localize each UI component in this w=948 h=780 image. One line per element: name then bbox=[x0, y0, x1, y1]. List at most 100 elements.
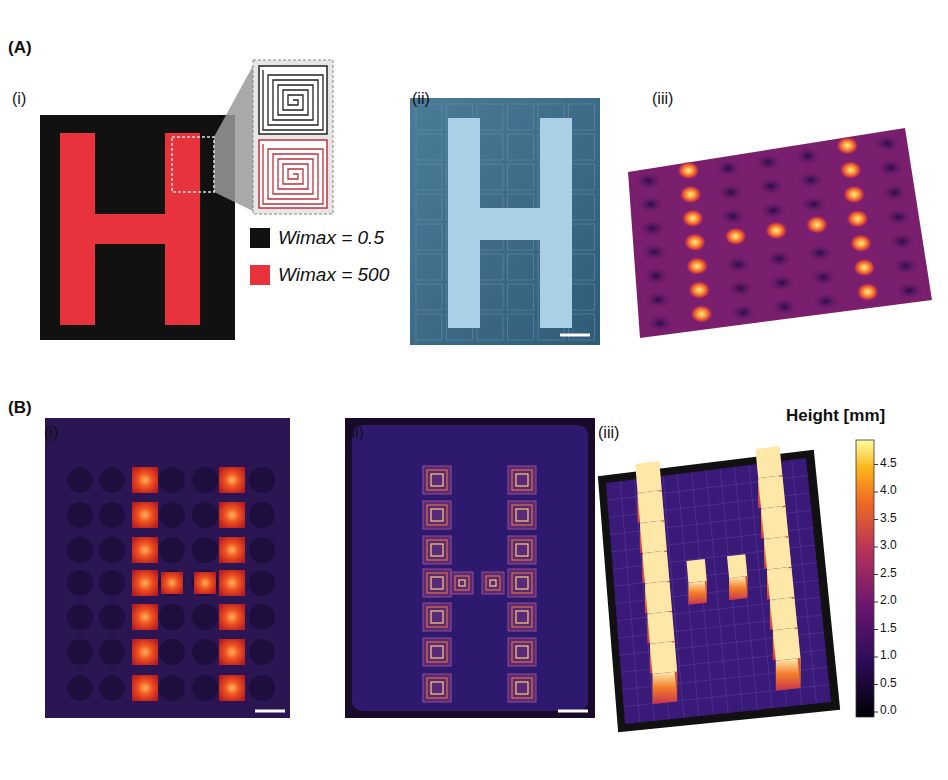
cell-dot bbox=[159, 570, 185, 596]
contour bbox=[431, 611, 443, 623]
spiral-channel bbox=[263, 70, 323, 130]
hot-cell bbox=[132, 570, 158, 596]
surface-dip bbox=[716, 182, 746, 202]
contour bbox=[512, 470, 532, 490]
tower-side bbox=[653, 671, 678, 704]
hot-cell bbox=[132, 639, 158, 665]
cell-dot bbox=[67, 604, 93, 630]
contour bbox=[508, 674, 536, 702]
surface-dip bbox=[887, 231, 917, 251]
tower-top bbox=[687, 559, 707, 583]
surface-bump bbox=[836, 137, 858, 155]
contour bbox=[431, 646, 443, 658]
tower-top bbox=[643, 552, 670, 584]
surface-bump bbox=[725, 227, 747, 245]
scale-bar bbox=[255, 710, 285, 713]
panel-label: (i) bbox=[12, 90, 26, 108]
cell-dot bbox=[249, 502, 275, 528]
contour bbox=[427, 678, 447, 698]
tick-mark bbox=[874, 712, 878, 713]
hot-cell bbox=[219, 570, 245, 596]
surface-bump bbox=[677, 162, 699, 180]
cell-dot bbox=[159, 604, 185, 630]
contour bbox=[508, 501, 536, 529]
cell-dot bbox=[219, 604, 245, 630]
cell-dot bbox=[67, 467, 93, 493]
cell-dot bbox=[192, 675, 218, 701]
tower-side bbox=[688, 581, 706, 605]
contour bbox=[512, 642, 532, 662]
surface-dip bbox=[753, 152, 783, 172]
surface-dip bbox=[872, 133, 902, 153]
hot-cell bbox=[132, 675, 158, 701]
tower-top bbox=[755, 446, 782, 478]
cell-dot bbox=[249, 467, 275, 493]
scale-bar bbox=[560, 334, 590, 337]
cell-dot bbox=[67, 502, 93, 528]
contour bbox=[516, 509, 528, 521]
contour bbox=[431, 509, 443, 521]
surface-dip bbox=[634, 171, 664, 191]
tick-mark bbox=[874, 519, 878, 520]
surface-dip bbox=[879, 182, 909, 202]
surface-bump bbox=[847, 210, 869, 228]
cell-outline bbox=[416, 284, 442, 310]
hot-cell bbox=[132, 467, 158, 493]
hot-cell bbox=[161, 572, 183, 594]
cell-outline bbox=[508, 284, 534, 310]
contour bbox=[516, 646, 528, 658]
surface-bump bbox=[688, 281, 710, 299]
contour bbox=[516, 682, 528, 694]
tick-mark bbox=[874, 574, 878, 575]
cell-dot bbox=[99, 570, 125, 596]
cell-dot bbox=[132, 537, 158, 563]
scale-bar bbox=[558, 710, 588, 713]
tower-top bbox=[758, 477, 785, 509]
surface bbox=[628, 128, 932, 338]
cell-dot bbox=[132, 604, 158, 630]
cell-outline bbox=[569, 224, 595, 250]
cell-dot bbox=[99, 467, 125, 493]
cell-outline bbox=[416, 134, 442, 160]
surface-dip bbox=[641, 266, 671, 286]
contour bbox=[427, 607, 447, 627]
panel-label: (iii) bbox=[598, 424, 619, 442]
tower-top bbox=[648, 612, 675, 644]
contour bbox=[508, 603, 536, 631]
cell-dot bbox=[99, 639, 125, 665]
surface-dip bbox=[643, 290, 673, 310]
image-field bbox=[352, 425, 588, 711]
tower-top bbox=[764, 538, 791, 570]
surface-dip bbox=[637, 218, 667, 238]
cell-dot bbox=[132, 675, 158, 701]
tick-label: 0.0 bbox=[880, 704, 897, 718]
surface-bump bbox=[853, 259, 875, 277]
panel-label: (A) bbox=[8, 38, 32, 58]
colorbar bbox=[856, 440, 874, 717]
h-bar bbox=[448, 118, 480, 328]
cell-dot bbox=[132, 502, 158, 528]
contour bbox=[508, 638, 536, 666]
surface-dip bbox=[718, 206, 748, 226]
hot-cell bbox=[219, 604, 245, 630]
legend-swatch bbox=[250, 228, 270, 248]
h-bar bbox=[540, 118, 572, 328]
surface-dip bbox=[723, 254, 753, 274]
tick-label: 4.5 bbox=[880, 457, 897, 471]
cell-dot bbox=[67, 639, 93, 665]
surface-dip bbox=[891, 256, 921, 276]
tower-top bbox=[635, 461, 662, 493]
contour bbox=[512, 540, 532, 560]
cell-dot bbox=[159, 639, 185, 665]
surface-dip bbox=[799, 194, 829, 214]
plot-frame bbox=[600, 452, 838, 730]
tick-label: 4.0 bbox=[880, 484, 897, 498]
tower-top bbox=[650, 642, 677, 674]
cell-outline bbox=[508, 314, 534, 340]
surface-dip bbox=[894, 280, 924, 300]
surface-bump bbox=[843, 185, 865, 203]
legend-text: Wimax = 0.5 bbox=[278, 227, 384, 249]
cell-dot bbox=[192, 537, 218, 563]
cell-outline bbox=[508, 134, 534, 160]
contour bbox=[508, 466, 536, 494]
